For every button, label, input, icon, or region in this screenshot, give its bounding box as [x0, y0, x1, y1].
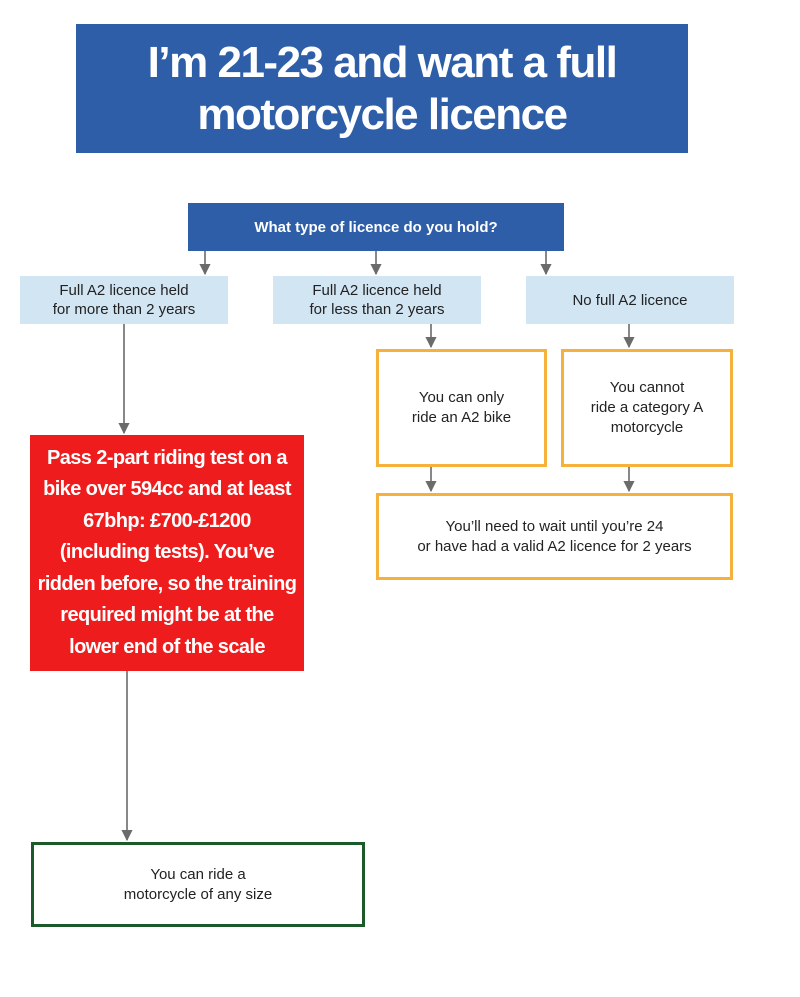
outcome-label: You cannot ride a category A motorcycle — [590, 379, 704, 436]
outcome-cannot-ride-category-a: You cannot ride a category A motorcycle — [561, 349, 733, 467]
option-no-a2-licence: No full A2 licence — [526, 276, 734, 324]
outcome-only-a2-bike: You can only ride an A2 bike — [376, 349, 547, 467]
title-banner: I’m 21-23 and want a full motorcycle lic… — [76, 24, 688, 153]
outcome-any-size-motorcycle: You can ride a motorcycle of any size — [31, 842, 365, 927]
question-label: What type of licence do you hold? — [254, 218, 498, 236]
outcome-wait-until-24: You’ll need to wait until you’re 24 or h… — [376, 493, 733, 580]
outcome-label: You can ride a motorcycle of any size — [123, 865, 273, 903]
question-box: What type of licence do you hold? — [188, 203, 564, 251]
outcome-label: You can only ride an A2 bike — [411, 389, 512, 426]
option-label: Full A2 licence held for more than 2 yea… — [52, 282, 196, 318]
outcome-label: You’ll need to wait until you’re 24 or h… — [417, 517, 692, 555]
page-title: I’m 21-23 and want a full motorcycle lic… — [147, 37, 618, 139]
option-label: Full A2 licence held for less than 2 yea… — [309, 282, 445, 318]
option-a2-less-than-2-years: Full A2 licence held for less than 2 yea… — [273, 276, 481, 324]
riding-test-label: Pass 2-part riding test on a bike over 5… — [37, 446, 297, 658]
option-label: No full A2 licence — [572, 291, 688, 309]
outcome-riding-test: Pass 2-part riding test on a bike over 5… — [30, 435, 304, 671]
option-a2-more-than-2-years: Full A2 licence held for more than 2 yea… — [20, 276, 228, 324]
